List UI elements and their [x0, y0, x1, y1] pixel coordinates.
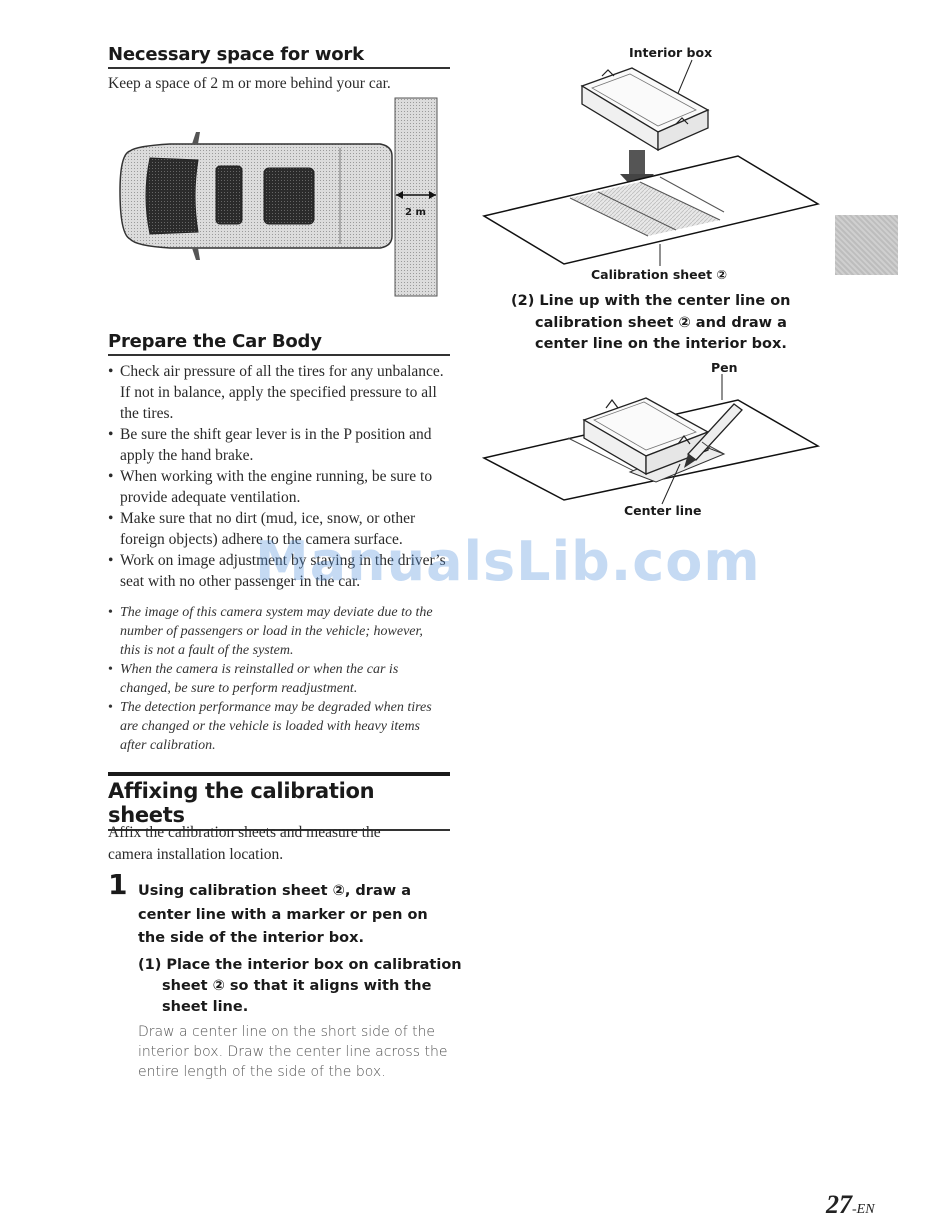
label-calibration-sheet: Calibration sheet ② — [591, 267, 728, 282]
page-number-suffix: -EN — [852, 1202, 875, 1217]
bullet-item: When working with the engine running, be… — [108, 466, 453, 508]
sub-step-1-body: Draw a center line on the short side of … — [138, 1024, 448, 1080]
space-dimension-label: 2 m — [405, 207, 426, 218]
section-heading-affix: Affixing the calibration sheets — [108, 772, 450, 831]
space-text: Keep a space of 2 m or more behind your … — [108, 75, 391, 92]
affix-text: Affix the calibration sheets and measure… — [108, 824, 381, 863]
note-item: When the camera is reinstalled or when t… — [108, 660, 443, 698]
bullet-item: Work on image adjustment by staying in t… — [108, 550, 453, 592]
section-heading-space: Necessary space for work — [108, 44, 450, 69]
prepare-bullet-list: Check air pressure of all the tires for … — [108, 361, 453, 592]
sub-step-2: (2) Line up with the center line on cali… — [511, 293, 791, 352]
step-text: Using calibration sheet ②, draw a center… — [138, 883, 428, 946]
side-tab-marker — [835, 215, 898, 275]
note-item: The image of this camera system may devi… — [108, 603, 443, 660]
page-number: 27-EN — [826, 1190, 875, 1220]
label-center-line: Center line — [624, 503, 702, 518]
bullet-item: Check air pressure of all the tires for … — [108, 361, 453, 424]
watermark-text: ManualsLib.com — [255, 530, 761, 593]
car-space-illustration — [119, 97, 438, 297]
bullet-item: Make sure that no dirt (mud, ice, snow, … — [108, 508, 453, 550]
page-number-value: 27 — [826, 1190, 852, 1219]
center-line-drawing-illustration — [481, 374, 821, 505]
step-number: 1 — [108, 868, 128, 901]
notes-list: The image of this camera system may devi… — [108, 603, 443, 755]
interior-box-placement-illustration — [482, 59, 820, 266]
section-heading-prepare: Prepare the Car Body — [108, 331, 450, 356]
note-item: The detection performance may be degrade… — [108, 698, 443, 755]
label-pen: Pen — [711, 360, 738, 375]
label-interior-box: Interior box — [629, 45, 713, 60]
sub-step-1: (1) Place the interior box on calibratio… — [138, 957, 462, 1015]
bullet-item: Be sure the shift gear lever is in the P… — [108, 424, 453, 466]
